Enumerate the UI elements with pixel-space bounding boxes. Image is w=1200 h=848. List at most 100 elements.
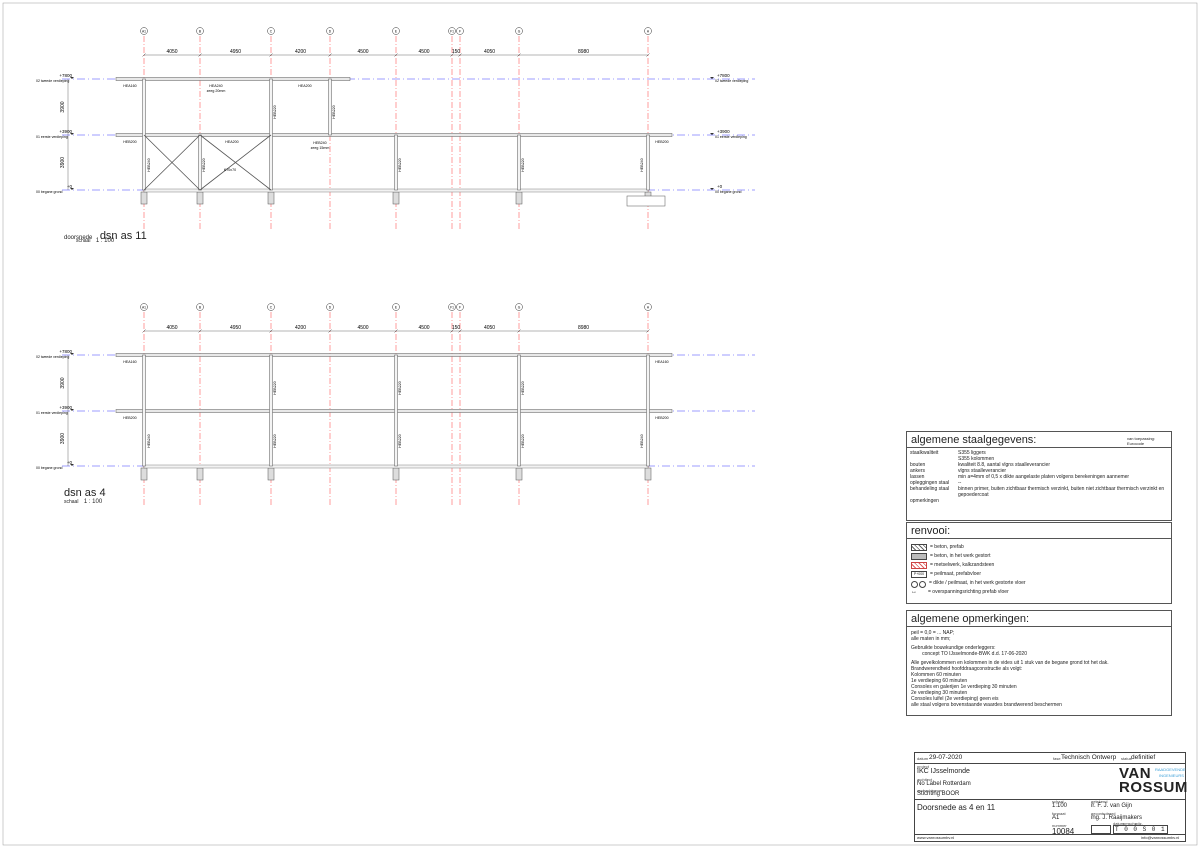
column — [269, 354, 273, 467]
profile-label: HEB200 — [655, 140, 668, 144]
steel-row: opmerkingen — [910, 498, 1168, 504]
grid-bubble — [644, 303, 652, 311]
level-marker — [710, 133, 714, 135]
foundation-pile — [140, 467, 148, 481]
dimension-tick — [394, 329, 398, 333]
profile-label: HEB220 — [521, 381, 525, 394]
profile-label: HEB220 — [521, 434, 525, 447]
grid-bubble — [326, 303, 334, 311]
level-peil-right: +0 — [717, 184, 723, 189]
legend-item-label: = overspanningsrichting prefab vloer — [928, 589, 1009, 595]
grid-axis-label: E — [395, 29, 398, 33]
column — [646, 354, 650, 467]
grid-axis-label: A1 — [142, 305, 146, 309]
steel-panel-title: algemene staalgegevens: — [911, 434, 1037, 446]
dimension-value: 4050 — [166, 325, 177, 331]
foundation-pile — [392, 467, 400, 481]
grid-bubble — [392, 303, 400, 311]
legend-item-label: = beton, in het werk gestort — [930, 553, 991, 559]
section1-prefix: doorsnede — [64, 235, 93, 241]
dimension-value: 4050 — [484, 325, 495, 331]
legend-item-label: = metselwerk, kalkzandsteen — [930, 562, 995, 568]
legend-item: = beton, in het werk gestort — [911, 552, 1167, 561]
level-marker — [710, 188, 714, 190]
dimension-value: 4050 — [166, 49, 177, 55]
grid-axis-label: C — [270, 29, 273, 33]
cast-concrete-swatch — [911, 553, 927, 560]
grid-bubble — [196, 303, 204, 311]
client-value: Stichting BOOR — [917, 791, 960, 797]
level-peil-left: +7800 — [59, 349, 72, 354]
column — [142, 354, 146, 467]
steel-row: opleggingen staal-- — [910, 480, 1168, 486]
level-peil-right: +3900 — [717, 129, 730, 134]
column-g — [517, 134, 521, 191]
website: www.vanrossumbv.nl — [917, 835, 955, 840]
scale-label: schaal — [1052, 799, 1064, 804]
grid-bubble — [644, 27, 652, 35]
remarks-line: Consoles luifel (2e verdieping) geen eis — [911, 696, 999, 702]
section1-scale: schaal 1 : 100 — [76, 238, 114, 244]
profile-label: zeeg 15mm — [311, 146, 330, 150]
revision-box — [1091, 825, 1111, 834]
level-marker — [70, 133, 74, 135]
profile-label: HEB220 — [398, 434, 402, 447]
grid-axis-label: H — [647, 305, 650, 309]
section2-scale: schaal 1 : 100 — [64, 499, 102, 505]
column-h — [646, 134, 650, 191]
column — [394, 354, 398, 467]
remarks-line: Alle gevelkolommen en kolommen in de vid… — [911, 660, 1109, 666]
foundation-pile — [515, 191, 523, 205]
remarks-line: alle staal volgens bovenstaande waardes … — [911, 702, 1062, 708]
remarks-line: Consoles en galerijen 1e verdieping 30 m… — [911, 684, 1017, 690]
logo-line-2: ROSSUM — [1119, 779, 1188, 796]
bracing-diagonal — [199, 134, 272, 191]
profile-label: HEA200 — [225, 140, 238, 144]
grid-bubble — [448, 27, 456, 35]
grid-bubble — [456, 27, 464, 35]
drawing-code: T 0 0 S 0 1 — [1113, 825, 1168, 834]
remarks-line: Gebruikte bouwkundige onderleggers: — [911, 645, 996, 651]
dimension-tick — [198, 329, 202, 333]
dimension-value: 8980 — [578, 49, 589, 55]
level-peil-left: +3900 — [59, 129, 72, 134]
architect-value: No Label Rotterdam — [917, 781, 971, 787]
foundation-pile — [267, 191, 275, 205]
grid-axis-label: A1 — [142, 29, 146, 33]
grid-axis-label: F1 — [450, 29, 454, 33]
drawing-title: Doorsnede as 4 en 11 — [917, 803, 996, 812]
dimension-value: 4200 — [295, 325, 306, 331]
dimension-tick — [458, 329, 462, 333]
legend-item-label: = beton, prefab — [930, 544, 964, 550]
date-value: 29-07-2020 — [929, 754, 963, 761]
remarks-panel: algemene opmerkingen: peil = 0,0 = ... N… — [906, 610, 1172, 716]
dimension-value: 8980 — [578, 325, 589, 331]
steel-panel-note: van toepassing: Eurocode — [1127, 436, 1156, 446]
level-marker — [70, 188, 74, 190]
grid-axis-label: B — [199, 305, 202, 309]
grid-bubble — [448, 303, 456, 311]
dimension-value: 150 — [452, 49, 461, 55]
steel-data-panel: algemene staalgegevens: van toepassing: … — [906, 431, 1172, 521]
profile-label: HEA160 — [655, 360, 668, 364]
foundation-pile — [196, 191, 204, 205]
height-dimension-value: 3900 — [60, 101, 66, 112]
dimension-tick — [142, 53, 146, 57]
first-floor-beam — [115, 133, 673, 137]
legend-item: ↔ = overspanningsrichting prefab vloer — [911, 588, 1167, 597]
client-label: opdrachtgever — [917, 788, 943, 793]
section1-scale-label: schaal — [76, 238, 91, 244]
profile-label: HEB240 — [147, 434, 151, 447]
steel-row-value: binnen primer, buiten zichtbaar thermisc… — [958, 486, 1165, 498]
grid-axis-label: C — [270, 305, 273, 309]
dimension-tick — [450, 53, 454, 57]
precast-concrete-swatch — [911, 544, 927, 551]
grid-bubble — [515, 303, 523, 311]
remarks-line: Kolommen 60 minuten — [911, 672, 962, 678]
